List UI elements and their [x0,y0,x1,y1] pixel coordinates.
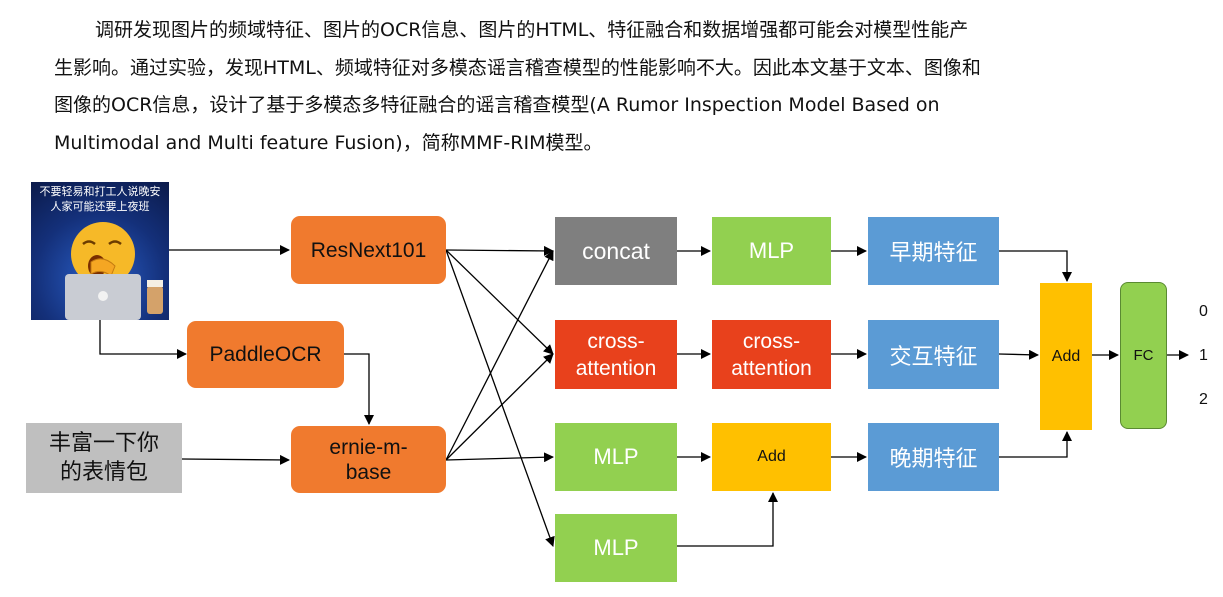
resnext101-node: ResNext101 [291,216,446,284]
fc-node: FC [1120,282,1167,429]
paragraph-line-1: 调研发现图片的频域特征、图片的OCR信息、图片的HTML、特征融合和数据增强都可… [95,19,969,41]
edge-interact-add [998,349,1039,360]
output-class-2: 2 [1199,391,1208,408]
mlp-text-label: MLP [593,444,639,469]
fc-label: FC [1133,347,1154,364]
paddleocr-label: PaddleOCR [209,343,322,366]
sticker-text-label: 丰富一下你 的表情包 [48,431,159,485]
paragraph-line-3: 图像的OCR信息，设计了基于多模态多特征融合的谣言稽查模型(A Rumor In… [54,94,940,116]
edge-late-add [999,431,1072,458]
cross-attention-2-label: cross- attention [731,329,812,380]
edge-resnext-concat [445,245,554,256]
late-feature-node: 晚期特征 [868,423,999,491]
edge-early-add [999,250,1072,282]
edge-sticker-ernie [181,454,290,465]
add-fusion-node: Add [1040,283,1092,430]
mlp-image-node: MLP [555,514,677,582]
add-node-late: Add [712,423,831,491]
resnext101-label: ResNext101 [310,238,427,262]
edge-mlp-image-add [677,492,778,547]
edge-ernie-cross [445,353,554,461]
image-caption-line-1: 不要轻易和打工人说晚安 [39,185,161,198]
early-feature-node: 早期特征 [868,217,999,285]
edge-ernie-concat [445,250,554,461]
add-late-label: Add [757,448,786,465]
interaction-feature-label: 交互特征 [889,344,978,370]
edge-ernie-mlp-text [445,452,554,463]
paddleocr-node: PaddleOCR [187,321,344,388]
concat-node: concat [555,217,677,285]
input-image: 不要轻易和打工人说晚安 人家可能还要上夜班 [31,182,169,320]
add-fusion-label: Add [1051,347,1081,365]
mlp-image-label: MLP [593,535,639,560]
ernie-m-base-label: ernie-m- base [329,435,408,484]
mlp-text-node: MLP [555,423,677,491]
output-class-1: 1 [1199,347,1208,364]
cross-attention-1-label: cross- attention [575,329,657,380]
mlp-early-node: MLP [712,217,831,285]
image-caption-line-2: 人家可能还要上夜班 [50,200,150,213]
interaction-feature-node: 交互特征 [868,320,999,389]
edge-resnext-cross [445,249,554,355]
mlp-early-label: MLP [748,238,795,263]
ernie-m-base-node: ernie-m- base [291,426,446,493]
sticker-text-input: 丰富一下你 的表情包 [26,423,182,493]
cross-attention-node-1: cross- attention [555,320,677,389]
intro-paragraph: 调研发现图片的频域特征、图片的OCR信息、图片的HTML、特征融合和数据增强都可… [54,12,1174,162]
early-feature-label: 早期特征 [889,241,978,266]
cross-attention-node-2: cross- attention [712,320,831,389]
edge-resnext-mlp-image [445,249,555,547]
edge-image-paddleocr [99,320,187,359]
paragraph-line-4: Multimodal and Multi feature Fusion)，简称M… [54,131,603,154]
yawning-face-laptop-picture [65,222,163,320]
edge-paddleocr-ernie [344,353,374,425]
paragraph-line-2: 生影响。通过实验，发现HTML、频域特征对多模态谣言稽查模型的性能影响不大。因此… [54,56,981,79]
late-feature-label: 晚期特征 [889,447,978,472]
output-class-0: 0 [1199,303,1208,320]
concat-label: concat [582,237,650,264]
